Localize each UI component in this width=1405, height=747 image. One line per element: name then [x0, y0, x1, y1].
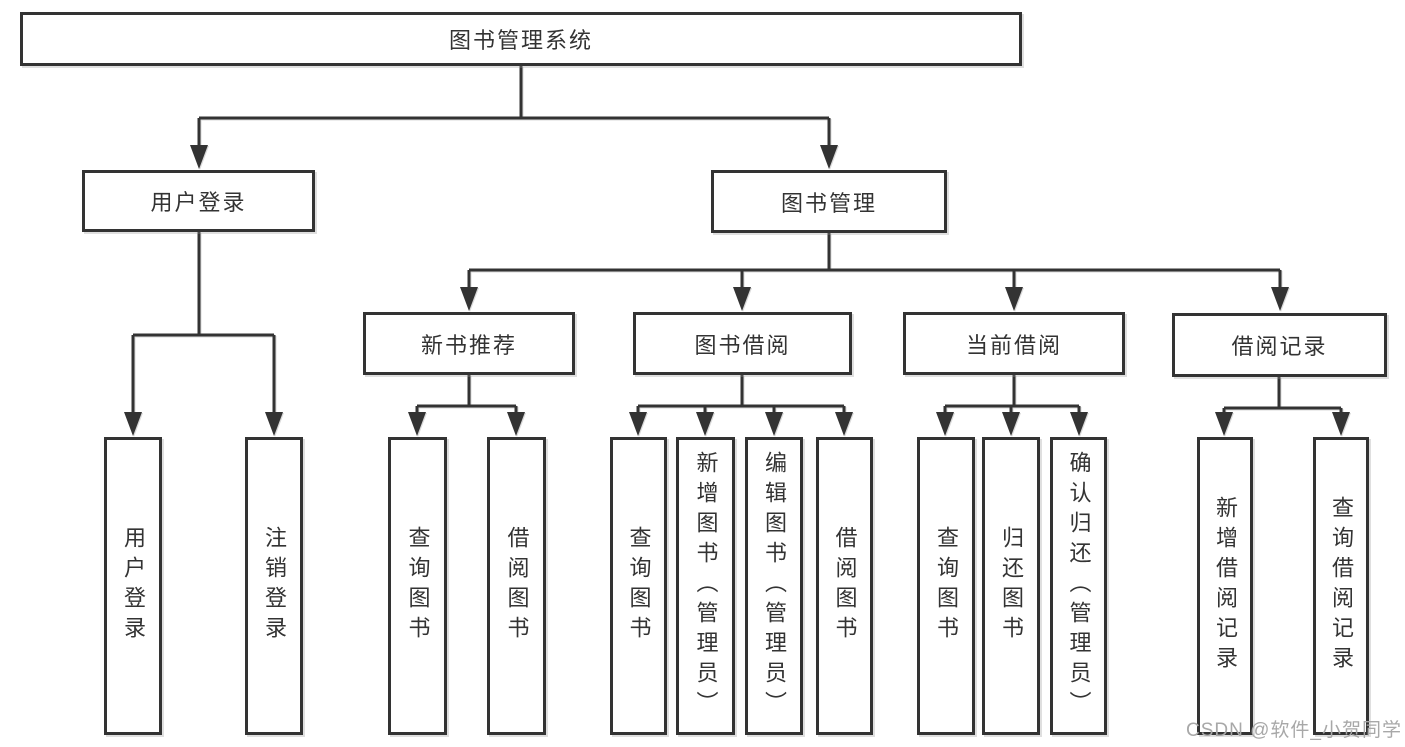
- node-return-books: 归还图书: [982, 437, 1040, 735]
- node-current-borrow: 当前借阅: [903, 312, 1125, 375]
- node-add-borrow-record: 新增借阅记录: [1197, 437, 1253, 735]
- node-user-login: 用户登录: [82, 170, 315, 232]
- node-borrow-records: 借阅记录: [1172, 313, 1387, 377]
- node-query-borrow-record: 查询借阅记录: [1313, 437, 1369, 735]
- node-add-books-admin: 新增图书（管理员）: [676, 437, 735, 735]
- node-query-books-recommend: 查询图书: [388, 437, 447, 735]
- connector-userlogin-to-leaves: [131, 232, 276, 417]
- node-new-book-recommend: 新书推荐: [363, 312, 575, 375]
- node-logout-action: 注销登录: [245, 437, 303, 735]
- node-borrow-books-recommend: 借阅图书: [487, 437, 546, 735]
- node-user-login-action: 用户登录: [104, 437, 162, 735]
- arrowheads: [124, 145, 1350, 436]
- node-root: 图书管理系统: [20, 12, 1022, 66]
- connector-root-to-level2: [197, 66, 831, 150]
- node-confirm-return-admin: 确认归还（管理员）: [1050, 437, 1107, 735]
- node-edit-books-admin: 编辑图书（管理员）: [745, 437, 803, 735]
- node-book-borrow: 图书借阅: [633, 312, 852, 375]
- node-query-books-borrow: 查询图书: [610, 437, 667, 735]
- node-borrow-books-action: 借阅图书: [816, 437, 873, 735]
- connector-bookmgmt-to-level3: [467, 233, 1282, 292]
- connector-currentborrow-to-leaves: [943, 375, 1081, 417]
- connector-borrowrecords-to-leaves: [1222, 377, 1343, 417]
- connector-newbook-to-leaves: [415, 375, 518, 417]
- node-query-books-current: 查询图书: [917, 437, 975, 735]
- node-book-management: 图书管理: [711, 170, 947, 233]
- csdn-watermark: CSDN @软件_小贺同学: [1186, 720, 1402, 741]
- connector-bookborrow-to-leaves: [636, 375, 846, 417]
